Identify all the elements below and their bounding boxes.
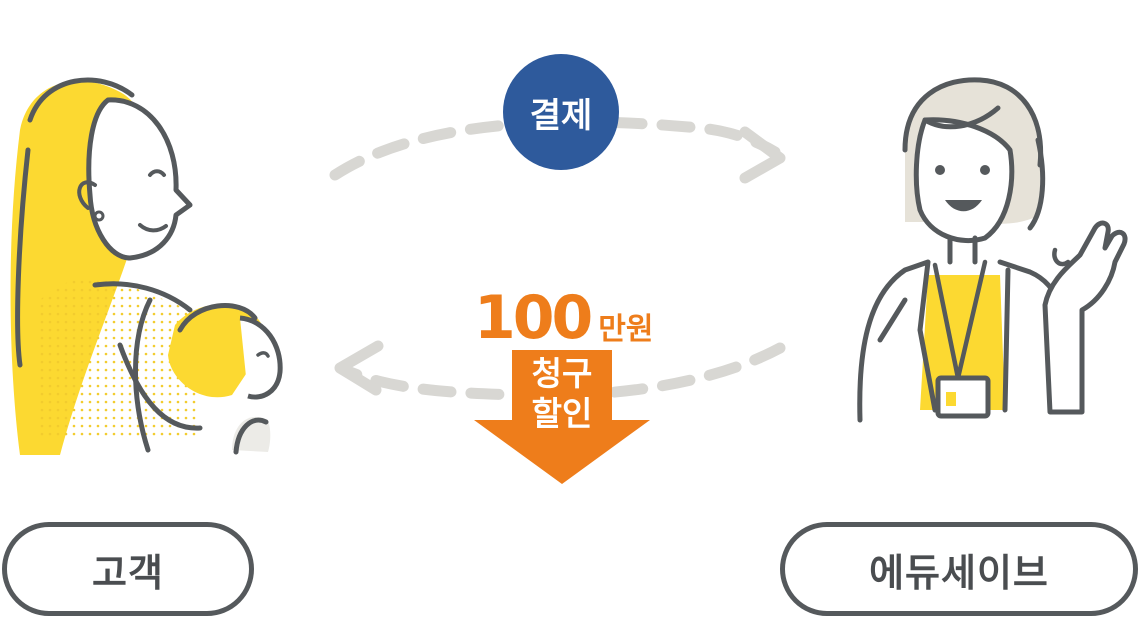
discount-amount: 100 만원 (474, 278, 653, 348)
dashed-arrow-right (329, 116, 786, 184)
company-label: 에듀세이브 (780, 522, 1138, 616)
discount-down-arrow (474, 350, 650, 484)
discount-amount-number: 100 (474, 283, 593, 353)
discount-label-line2: 할인 (531, 394, 593, 433)
discount-amount-unit: 만원 (598, 312, 654, 347)
discount-label-line1: 청구 (531, 354, 593, 393)
staff-illustration (857, 77, 1128, 423)
customer-illustration (10, 77, 283, 455)
customer-label-text: 고객 (92, 550, 164, 595)
payment-badge: 결제 (503, 54, 619, 170)
discount-label: 청구 할인 (500, 354, 624, 434)
company-label-text: 에듀세이브 (869, 550, 1049, 595)
payment-label: 결제 (529, 95, 593, 136)
customer-label: 고객 (2, 522, 254, 616)
